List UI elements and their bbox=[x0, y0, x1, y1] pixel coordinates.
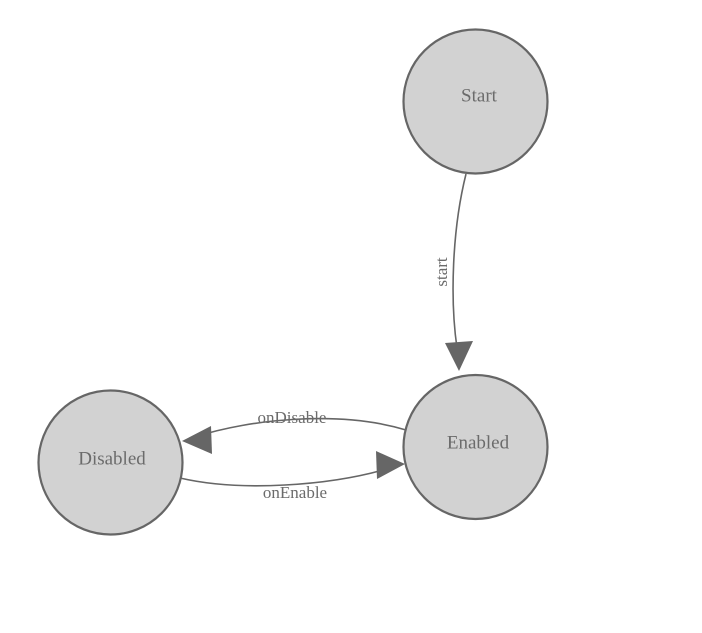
node-disabled-label: Disabled bbox=[78, 448, 146, 469]
node-enabled-circle bbox=[402, 373, 549, 521]
edge-disabled-to-enabled-arrowhead-icon bbox=[376, 451, 405, 479]
edge-start-to-enabled[interactable]: start bbox=[432, 173, 473, 371]
edge-start-to-enabled-path bbox=[452, 173, 467, 349]
node-enabled[interactable]: Enabled bbox=[402, 373, 549, 521]
node-start-circle bbox=[402, 28, 549, 175]
edge-enabled-to-disabled[interactable]: onDisable bbox=[182, 408, 407, 454]
node-enabled-label: Enabled bbox=[447, 432, 510, 453]
edge-disabled-to-enabled[interactable]: onEnable bbox=[179, 451, 405, 502]
node-start[interactable]: Start bbox=[402, 28, 549, 175]
node-disabled-circle bbox=[37, 389, 184, 536]
edge-disabled-to-enabled-label: onEnable bbox=[263, 483, 327, 502]
edge-start-to-enabled-arrowhead-icon bbox=[445, 341, 473, 371]
edge-disabled-to-enabled-path bbox=[179, 467, 391, 487]
edge-enabled-to-disabled-arrowhead-icon bbox=[182, 426, 212, 454]
edge-start-to-enabled-label: start bbox=[432, 257, 451, 287]
edge-enabled-to-disabled-path bbox=[194, 417, 407, 438]
edge-enabled-to-disabled-label: onDisable bbox=[258, 408, 327, 427]
node-disabled[interactable]: Disabled bbox=[37, 389, 184, 536]
node-start-label: Start bbox=[461, 85, 498, 106]
